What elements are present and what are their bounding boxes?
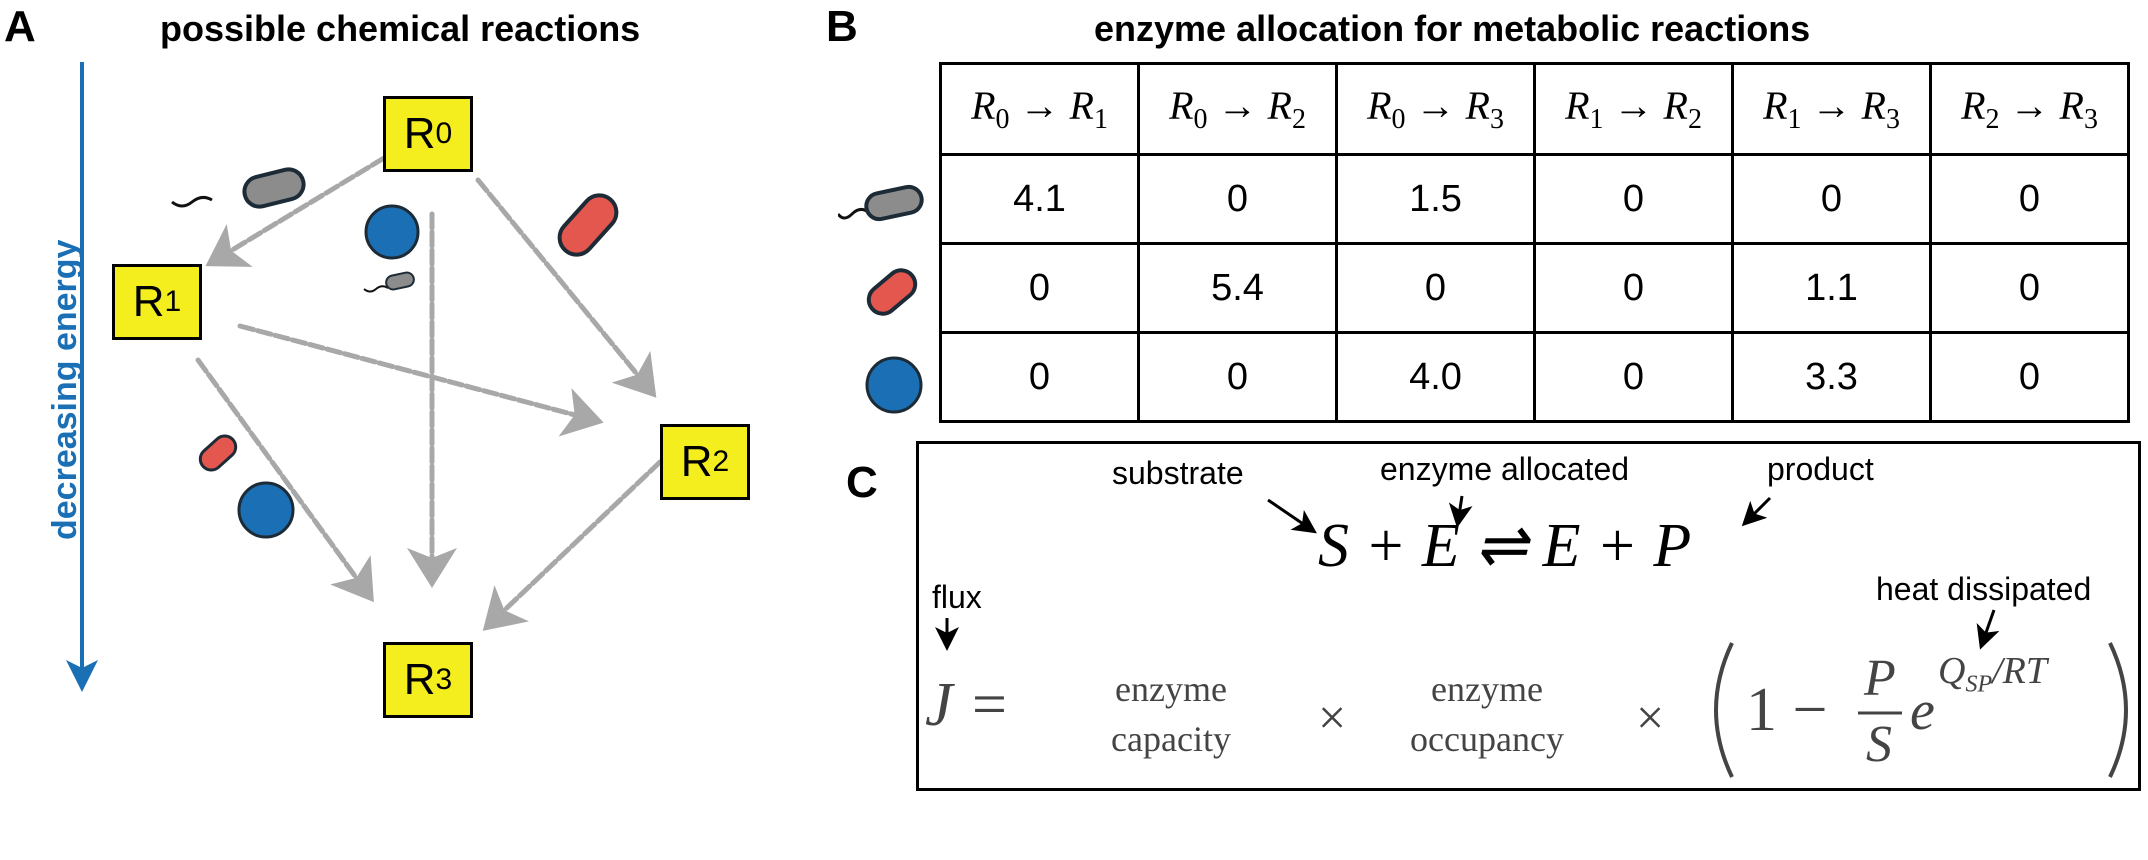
table-cell: 0 [1929,153,2130,245]
arrow-r0-r2 [475,177,657,398]
table-cell: 0 [1533,242,1734,334]
heat-dissipated-label: heat dissipated [1876,571,2092,607]
gray-flagellated-bacterium-icon [838,184,924,222]
blue-coccus-icon [865,356,923,414]
column-header: R0 → R1 [939,62,1140,156]
table-row: 0 5.4 0 0 1.1 0 [939,242,2130,334]
column-header: R0 → R2 [1137,62,1338,156]
table-cell: 0 [1929,331,2130,423]
table-cell: 0 [1137,153,1338,245]
enzyme-occupancy-term: enzyme occupancy [1410,669,1564,759]
product-label: product [1767,451,1874,487]
table-cell: 1.1 [1731,242,1932,334]
panel-c-box [916,441,2141,791]
table-cell: 3.3 [1731,331,1932,423]
column-header: R2 → R3 [1929,62,2130,156]
column-header: R0 → R3 [1335,62,1536,156]
flux-symbol: J = [925,671,1010,739]
enzyme-arrow [1448,495,1473,528]
arrow-r2-r3 [482,459,663,631]
blue-coccus-icon-lower [237,481,295,539]
table-cell: 0 [939,242,1140,334]
panel-c-letter: C [846,458,878,507]
table-cell: 1.5 [1335,153,1536,245]
substrate-label: substrate [1112,455,1244,491]
enzyme-allocation-table: R0 → R1 R0 → R2 R0 → R3 R1 → R2 R1 → R3 … [939,62,2130,423]
table-cell: 0 [1335,242,1536,334]
table-cell: 0 [1533,331,1734,423]
substrate-arrow [1267,498,1317,534]
table-cell: 4.1 [939,153,1140,245]
arrow-r0-r1 [205,155,387,267]
gray-flagellated-bacterium-icon [171,167,306,209]
small-red-rod-bacterium-icon [198,434,238,472]
enzyme-capacity-term: enzyme capacity [1111,669,1231,759]
exponent: QSP/RT [1938,650,2048,698]
table-row: 0 0 4.0 0 3.3 0 [939,331,2130,423]
table-cell: 0 [1731,153,1932,245]
table-cell: 0 [1137,331,1338,423]
fraction-numerator: P [1864,650,1896,707]
energy-axis-label: decreasing energy [46,239,84,540]
table-cell: 0 [1533,153,1734,245]
blue-coccus-icon [364,204,420,260]
small-gray-bacterium-icon [363,271,415,293]
table-header-row: R0 → R1 R0 → R2 R0 → R3 R1 → R2 R1 → R3 … [939,62,2130,156]
panel-a-letter: A [4,2,36,51]
enzyme-allocated-label: enzyme allocated [1380,451,1630,487]
flux-label: flux [932,579,982,615]
table-cell: 0 [939,331,1140,423]
table-cell: 4.0 [1335,331,1536,423]
column-header: R1 → R3 [1731,62,1932,156]
panel-b-title: enzyme allocation for metabolic reaction… [1094,8,1811,49]
panel-b-letter: B [826,2,858,51]
table-row: 4.1 0 1.5 0 0 0 [939,153,2130,245]
red-rod-bacterium-icon [866,268,918,316]
fraction-denominator: S [1866,716,1892,773]
reaction-network-diagram [66,62,663,692]
column-header: R1 → R2 [1533,62,1734,156]
table-cell: 0 [1929,242,2130,334]
product-arrow [1741,496,1772,527]
one-minus: 1 − [1746,676,1828,744]
arrow-r1-r3 [195,357,374,603]
times-sign-1: × [1318,689,1347,745]
reaction-equation: S + E ⇌ E + P [1318,512,1692,580]
table-cell: 5.4 [1137,242,1338,334]
thermodynamic-factor: 1 − P S e QSP/RT [1706,635,2136,785]
panel-a-title: possible chemical reactions [160,8,641,49]
times-sign-2: × [1636,689,1665,745]
heat-arrow [1976,609,2000,650]
annotation-arrows [935,495,2000,651]
parentheses [1714,642,2128,778]
arrow-r1-r2 [237,323,604,437]
exp-base: e [1910,680,1935,742]
red-rod-bacterium-icon [557,193,619,257]
